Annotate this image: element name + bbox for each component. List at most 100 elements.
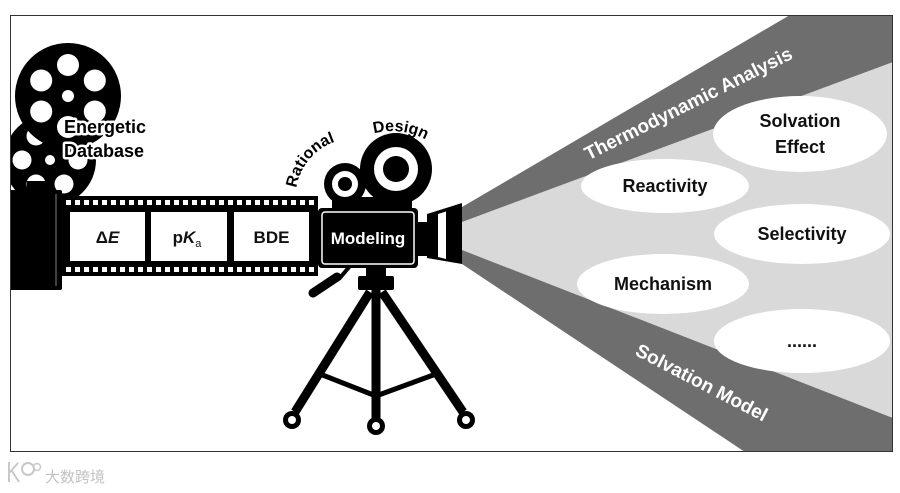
sprocket-hole xyxy=(120,200,125,205)
sprocket-hole xyxy=(282,200,287,205)
bubble-label: ...... xyxy=(787,331,817,351)
bubble-reactivity: Reactivity xyxy=(581,159,749,213)
sprocket-hole xyxy=(93,200,98,205)
logo-k-stroke xyxy=(8,462,20,483)
tripod-spreader-left xyxy=(319,371,377,399)
sprocket-hole xyxy=(255,267,260,272)
a-subscript: a xyxy=(195,238,202,250)
watermark-text: 大数跨境 xyxy=(45,468,105,486)
sprocket-hole xyxy=(93,267,98,272)
reel-hole xyxy=(12,150,32,170)
sprocket-hole xyxy=(210,200,215,205)
sprocket-hole xyxy=(192,200,197,205)
bubble-solvation-effect: Solvation Effect xyxy=(713,96,887,172)
sprocket-hole xyxy=(66,267,71,272)
sprocket-hole xyxy=(192,267,197,272)
sprocket-hole xyxy=(237,200,242,205)
sprocket-hole xyxy=(300,200,305,205)
sprocket-hole xyxy=(120,267,125,272)
sprocket-hole xyxy=(246,200,251,205)
database-label-line2: Database xyxy=(64,141,144,161)
sprocket-hole xyxy=(210,267,215,272)
reel-hole xyxy=(62,90,74,102)
camera-large-reel xyxy=(360,133,432,205)
bubble-label: Solvation xyxy=(759,111,840,131)
sprocket-hole xyxy=(201,200,206,205)
tripod-wheel xyxy=(283,411,301,429)
sprocket-hole xyxy=(84,267,89,272)
sprocket-hole xyxy=(273,267,278,272)
energy-symbol: E xyxy=(108,228,120,247)
sprocket-hole xyxy=(300,267,305,272)
sprocket-hole xyxy=(219,200,224,205)
tripod-icon xyxy=(283,266,475,435)
tripod-spreader-right xyxy=(375,371,437,399)
sprocket-hole xyxy=(183,267,188,272)
film-frame-delta-e xyxy=(70,212,145,261)
sprocket-hole xyxy=(165,267,170,272)
reel-hub xyxy=(383,156,409,182)
sprocket-hole xyxy=(228,200,233,205)
reel-hole xyxy=(30,100,53,123)
frame-label-bde: BDE xyxy=(254,228,290,247)
delta-symbol: Δ xyxy=(96,228,108,247)
sprocket-hole xyxy=(282,267,287,272)
handle-grip xyxy=(308,272,342,298)
reel-hole xyxy=(83,69,106,92)
sprocket-hole xyxy=(309,267,314,272)
sprocket-hole xyxy=(147,200,152,205)
sprocket-hole xyxy=(129,267,134,272)
camera-small-reel xyxy=(324,163,366,205)
bubble-ellipsis: ...... xyxy=(714,309,890,373)
sprocket-hole xyxy=(156,200,161,205)
sprocket-hole xyxy=(291,200,296,205)
tripod-right-leg xyxy=(378,289,467,415)
sprocket-hole xyxy=(138,200,143,205)
sprocket-hole xyxy=(156,267,161,272)
figure-border xyxy=(10,15,893,452)
wheel-hub xyxy=(372,422,380,430)
film-reel-icon xyxy=(15,43,121,149)
k-symbol: K xyxy=(183,228,197,247)
logo-ring xyxy=(32,462,42,472)
bubble-shape xyxy=(714,309,890,373)
bubble-label: Effect xyxy=(775,137,825,157)
sprocket-hole xyxy=(75,200,80,205)
bubble-shape xyxy=(581,159,749,213)
film-frame-bde xyxy=(234,212,309,261)
reel-hole xyxy=(68,150,88,170)
frame-label-delta-e: ΔE xyxy=(96,228,120,247)
reel-hole xyxy=(57,116,79,138)
camera-body-label: Modeling xyxy=(331,229,406,248)
sprocket-hole xyxy=(84,200,89,205)
bubble-shape xyxy=(714,204,890,264)
lower-band xyxy=(462,250,892,451)
reel-hub xyxy=(338,177,352,191)
movie-camera-icon: Modeling xyxy=(308,133,462,298)
sprocket-hole xyxy=(309,200,314,205)
sprocket-hole xyxy=(291,267,296,272)
sprocket-hole xyxy=(129,200,134,205)
wheel-hub xyxy=(288,416,296,424)
sprocket-hole xyxy=(264,200,269,205)
sprocket-hole xyxy=(165,200,170,205)
tripod-mount xyxy=(366,266,386,278)
canister-body xyxy=(11,190,62,290)
tripod-wheel xyxy=(367,417,385,435)
sprocket-hole xyxy=(111,200,116,205)
bubble-selectivity: Selectivity xyxy=(714,204,890,264)
sprocket-hole xyxy=(174,267,179,272)
lens-neck xyxy=(417,222,429,256)
sprocket-hole xyxy=(111,267,116,272)
reel-hole xyxy=(45,155,55,165)
upper-band xyxy=(462,16,892,222)
bubble-shape xyxy=(713,96,887,172)
frame-label-pka: pKa xyxy=(173,228,203,250)
bubble-shape xyxy=(577,254,749,314)
reel-hole xyxy=(83,100,106,123)
camera-handle xyxy=(308,264,352,298)
sprocket-hole xyxy=(102,200,107,205)
sprocket-hole xyxy=(147,267,152,272)
film-frame-pka xyxy=(151,212,227,261)
